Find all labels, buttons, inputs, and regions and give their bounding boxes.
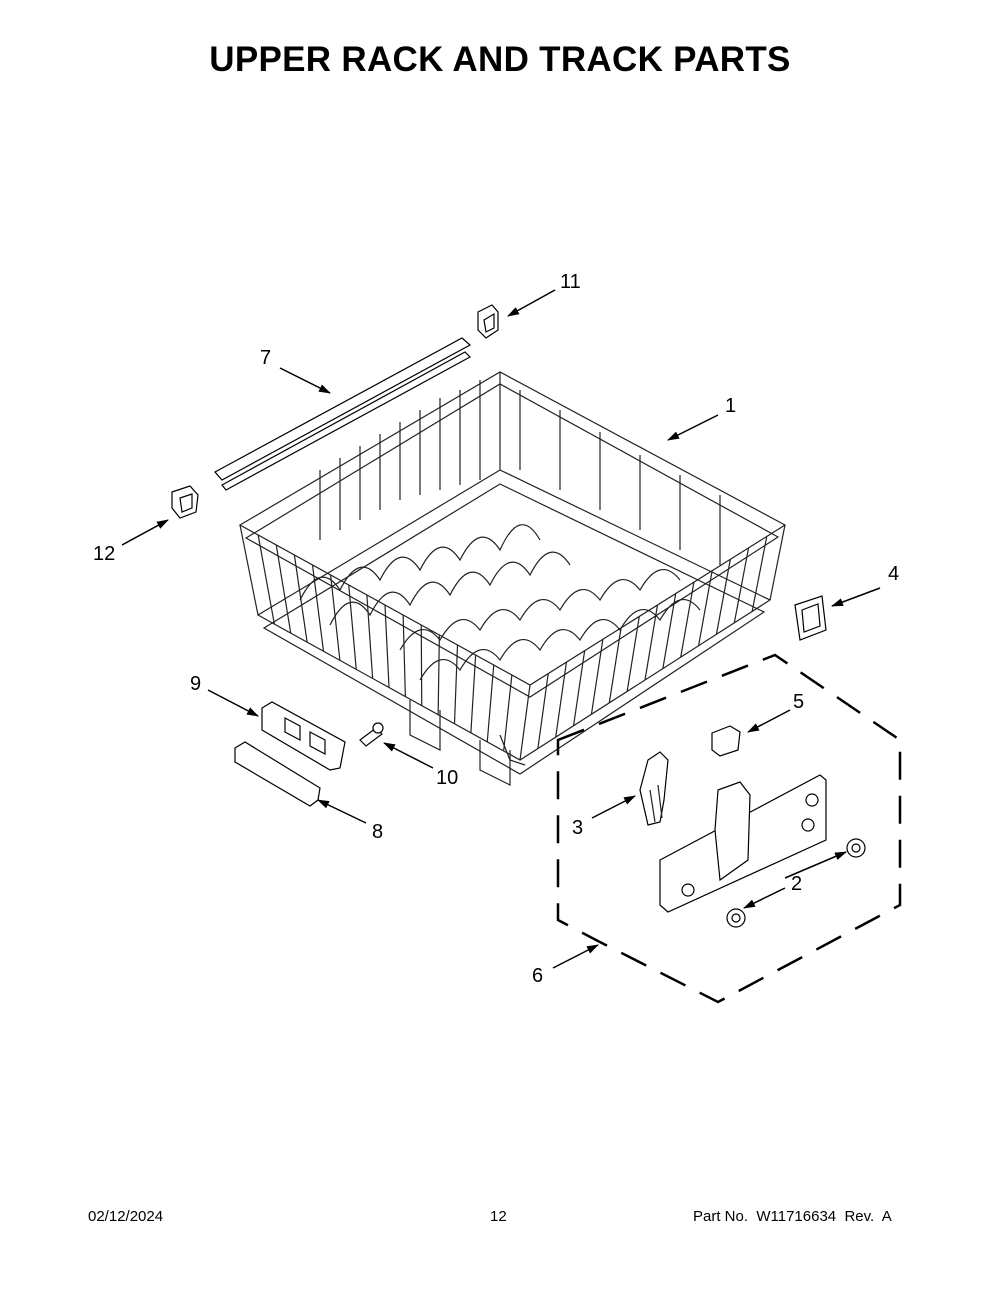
callout-3: 3 xyxy=(572,817,583,839)
adjuster-lever-part[interactable] xyxy=(639,751,669,826)
track-part[interactable] xyxy=(214,337,472,491)
footer-page-number: 12 xyxy=(490,1208,507,1225)
callout-11: 11 xyxy=(560,271,581,293)
callout-1: 1 xyxy=(725,395,736,417)
rack-wheel-part[interactable] xyxy=(726,838,866,928)
handle-base-part[interactable] xyxy=(261,701,346,771)
callout-10: 10 xyxy=(436,767,458,789)
rack-clip-part[interactable] xyxy=(794,595,827,641)
callout-6: 6 xyxy=(532,965,543,987)
track-end-cap-part[interactable] xyxy=(477,304,499,339)
callout-5: 5 xyxy=(793,691,804,713)
leader-lines xyxy=(121,289,881,969)
callout-2: 2 xyxy=(791,873,802,895)
upper-rack-part[interactable] xyxy=(238,371,787,786)
track-front-stop-part[interactable] xyxy=(171,485,199,519)
callout-8: 8 xyxy=(372,821,383,843)
callout-9: 9 xyxy=(190,673,201,695)
callout-7: 7 xyxy=(260,347,271,369)
callout-4: 4 xyxy=(888,563,899,585)
footer-part-number: Part No. W11716634 Rev. A xyxy=(693,1208,892,1225)
screw-part[interactable] xyxy=(359,722,384,747)
footer-date: 02/12/2024 xyxy=(88,1208,164,1225)
callout-12: 12 xyxy=(93,543,115,565)
page-title: UPPER RACK AND TRACK PARTS xyxy=(209,40,791,79)
adjuster-body-part[interactable] xyxy=(659,774,827,913)
adjuster-button-part[interactable] xyxy=(711,725,741,757)
adjuster-kit-outline xyxy=(556,653,902,1004)
